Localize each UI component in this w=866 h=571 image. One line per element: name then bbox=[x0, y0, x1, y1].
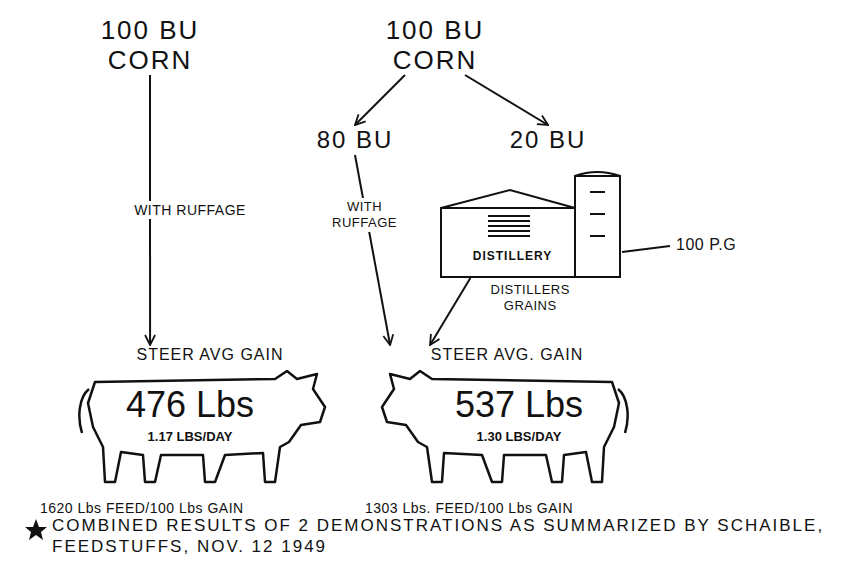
tower-top bbox=[575, 172, 620, 176]
output-amount: 100 P.G bbox=[676, 236, 736, 254]
tower-window bbox=[590, 191, 605, 193]
window-line bbox=[488, 230, 530, 232]
steer-figure: STEER AVG. GAIN 537 Lbs 1.30 LBS/DAY bbox=[372, 345, 642, 495]
building-wall bbox=[441, 208, 575, 277]
gain-total: 537 Lbs bbox=[434, 385, 604, 425]
tower bbox=[575, 176, 620, 277]
flow-arrow bbox=[355, 75, 405, 125]
tower-window bbox=[590, 213, 605, 215]
quantity-text: 100 BU CORN bbox=[90, 15, 210, 75]
flow-arrow bbox=[465, 75, 548, 125]
tower-window bbox=[590, 235, 605, 237]
quantity-text: 100 BU CORN bbox=[375, 15, 495, 75]
edge-label: DISTILLERS GRAINS bbox=[478, 281, 582, 315]
quantity-label: 100 BU CORN bbox=[90, 15, 210, 75]
distillery-building: DISTILLERY bbox=[440, 168, 630, 278]
quantity-label: 20 BU bbox=[503, 125, 593, 155]
flow-arrow bbox=[355, 155, 390, 345]
gain-per-day: 1.30 LBS/DAY bbox=[434, 429, 604, 445]
steer-heading: STEER AVG GAIN bbox=[75, 345, 345, 365]
window-line bbox=[488, 220, 530, 222]
quantity-text: 80 BU bbox=[310, 125, 400, 155]
edge-label: WITH RUFFAGE bbox=[131, 201, 249, 219]
steer-outline bbox=[79, 371, 325, 482]
feed-ratio: 1620 Lbs FEED/100 Lbs GAIN bbox=[40, 500, 244, 516]
gain-total: 476 Lbs bbox=[105, 385, 275, 425]
quantity-label: 80 BU bbox=[310, 125, 400, 155]
star-symbol bbox=[25, 519, 47, 540]
window-line bbox=[488, 235, 530, 237]
quantity-label: 100 BU CORN bbox=[375, 15, 495, 75]
feed-ratio: 1303 Lbs. FEED/100 Lbs GAIN bbox=[365, 500, 573, 516]
leader-line bbox=[622, 246, 670, 252]
steer-outline bbox=[382, 371, 628, 482]
steer-heading: STEER AVG. GAIN bbox=[372, 345, 642, 365]
caption: COMBINED RESULTS OF 2 DEMONSTRATIONS AS … bbox=[52, 515, 842, 557]
flow-arrow bbox=[430, 278, 470, 345]
gain-per-day: 1.17 LBS/DAY bbox=[105, 429, 275, 445]
window-line bbox=[488, 225, 530, 227]
quantity-text: 20 BU bbox=[503, 125, 593, 155]
distillery-outline bbox=[441, 172, 620, 277]
edge-label: WITH RUFFAGE bbox=[322, 198, 407, 232]
roof-line bbox=[441, 190, 575, 208]
steer-figure: STEER AVG GAIN 476 Lbs 1.17 LBS/DAY bbox=[75, 345, 345, 495]
building-label: DISTILLERY bbox=[450, 248, 575, 264]
window-line bbox=[488, 215, 530, 217]
